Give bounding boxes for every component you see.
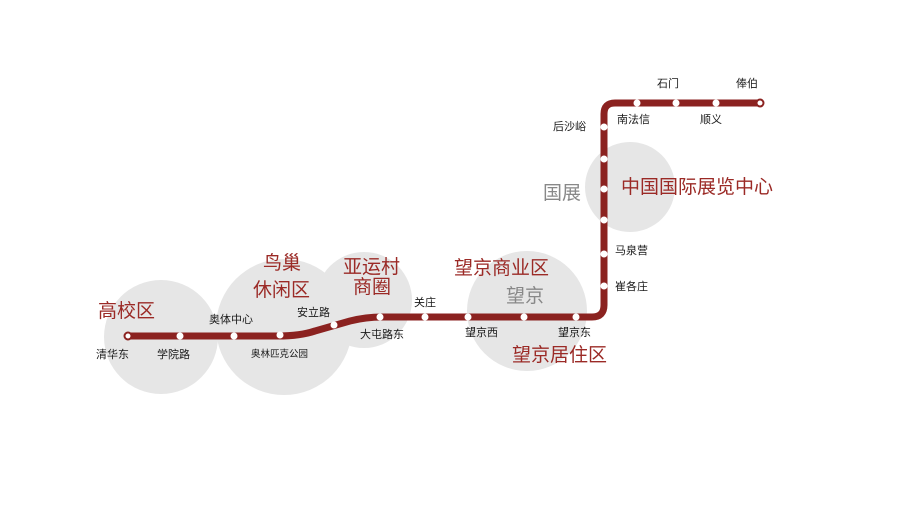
station-dot-cuigezhuang[interactable] [600,282,608,290]
station-dot-houshayu[interactable] [600,123,608,131]
area-label-expo-center: 中国国际展览中心 [621,176,773,198]
area-label-yayuncun-2: 商圈 [353,276,391,298]
station-dot-shimen[interactable] [672,99,680,107]
station-label-fengbo: 俸伯 [736,76,758,90]
station-label-wangjingdong: 望京东 [558,325,591,339]
station-dot-unnamed-2[interactable] [600,155,608,163]
station-label-anlilu: 安立路 [297,305,330,319]
station-dot-xueyuanlu[interactable] [176,332,184,340]
station-dot-maquanying[interactable] [600,250,608,258]
station-dot-wangjingdong[interactable] [572,313,580,321]
area-label-gaoxiao: 高校区 [98,300,155,322]
area-label-yayuncun-1: 亚运村 [343,256,400,278]
station-dot-nanfaxin[interactable] [633,99,641,107]
station-label-guanzhuang: 关庄 [414,295,436,309]
station-label-wangjingxi: 望京西 [465,325,498,339]
station-label-datunludong: 大屯路东 [360,327,404,341]
station-label-nanfaxin: 南法信 [617,112,650,126]
station-label-maquanying: 马泉营 [615,243,648,257]
route-line [124,99,764,340]
station-dot-qinghuadong[interactable] [123,331,133,341]
area-label-niaochao-2: 休闲区 [253,279,310,301]
station-label-cuigezhuang: 崔各庄 [615,279,648,293]
station-label-aolinpike: 奥林匹克公园 [251,348,308,360]
station-dot-datunludong[interactable] [376,313,384,321]
station-label-houshayu: 后沙峪 [553,120,586,133]
station-dot-guanzhuang[interactable] [421,313,429,321]
area-label-niaochao-1: 鸟巢 [263,252,301,274]
station-dot-wangjing[interactable] [520,313,528,321]
area-label-guozhan: 国展 [543,182,581,204]
station-dot-wangjingxi[interactable] [464,313,472,321]
station-label-shunyi: 顺义 [700,113,722,126]
station-label-qinghuadong: 清华东 [96,347,129,361]
area-label-wangjing: 望京 [506,285,544,307]
area-circle-wangjing [467,251,587,371]
station-dot-aotizhongxin[interactable] [230,332,238,340]
station-dot-fengbo[interactable] [755,98,765,108]
area-label-wangjing-business: 望京商业区 [454,257,549,279]
station-dot-anlilu[interactable] [330,321,338,329]
station-dot-aolinpike[interactable] [276,331,284,339]
station-label-aotizhongxin: 奥体中心 [209,312,253,326]
station-dot-unnamed-1[interactable] [600,216,608,224]
area-label-wangjing-residential: 望京居住区 [512,344,607,366]
station-label-xueyuanlu: 学院路 [157,347,190,361]
station-label-shimen: 石门 [657,76,679,90]
station-dot-guozhan[interactable] [600,185,608,193]
station-dot-shunyi[interactable] [712,99,720,107]
